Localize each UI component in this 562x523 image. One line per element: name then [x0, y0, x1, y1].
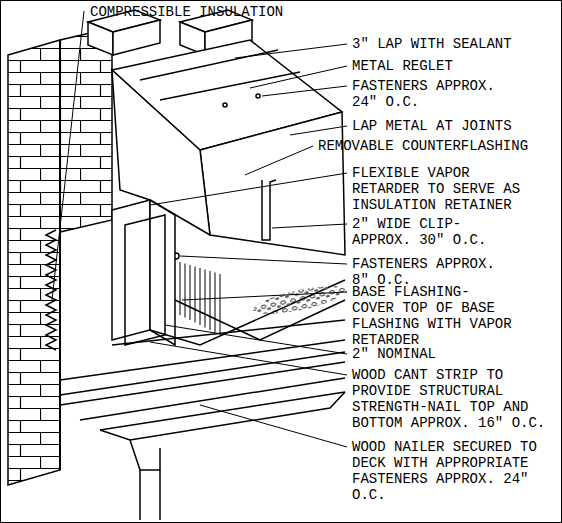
hatch-stroke	[210, 271, 211, 330]
callout-label: 2" WIDE CLIP- APPROX. 30" O.C.	[352, 216, 490, 248]
hatch-stroke	[195, 267, 196, 323]
insulation-block	[112, 200, 175, 345]
hatch-stroke	[180, 262, 181, 315]
hatch-stroke	[185, 264, 186, 318]
roof-deck	[60, 280, 345, 520]
callout-label: 3" LAP WITH SEALANT	[352, 36, 512, 52]
callout-label: FASTENERS APPROX. 24" O.C.	[352, 78, 507, 110]
callout-label: FASTENERS APPROX. 8" O.C.	[352, 256, 507, 288]
callout-label: METAL REGLET	[352, 58, 453, 74]
brick-wall-top	[60, 28, 112, 232]
callout-label: 2" NOMINAL	[352, 346, 436, 362]
callout-label: FLEXIBLE VAPOR RETARDER TO SERVE AS INSU…	[352, 165, 523, 213]
gravel	[251, 280, 349, 320]
brick-wall	[8, 40, 60, 485]
hatch-stroke	[190, 265, 191, 320]
hatch-stroke	[215, 273, 216, 333]
callout-label: REMOVABLE COUNTERFLASHING	[318, 138, 528, 154]
callout-label: LAP METAL AT JOINTS	[352, 118, 512, 134]
hatch-stroke	[200, 268, 201, 325]
callout-label: COMPRESSIBLE INSULATION	[90, 4, 283, 20]
compressible-insulation	[46, 230, 56, 350]
callout-label: WOOD CANT STRIP TO PROVIDE STRUCTURAL ST…	[352, 367, 549, 431]
callout-label: BASE FLASHING- COVER TOP OF BASE FLASHIN…	[352, 284, 515, 348]
leader-lines	[52, 11, 347, 447]
hatch-stroke	[220, 274, 221, 335]
callout-label: WOOD NAILER SECURED TO DECK WITH APPROPR…	[352, 439, 540, 503]
